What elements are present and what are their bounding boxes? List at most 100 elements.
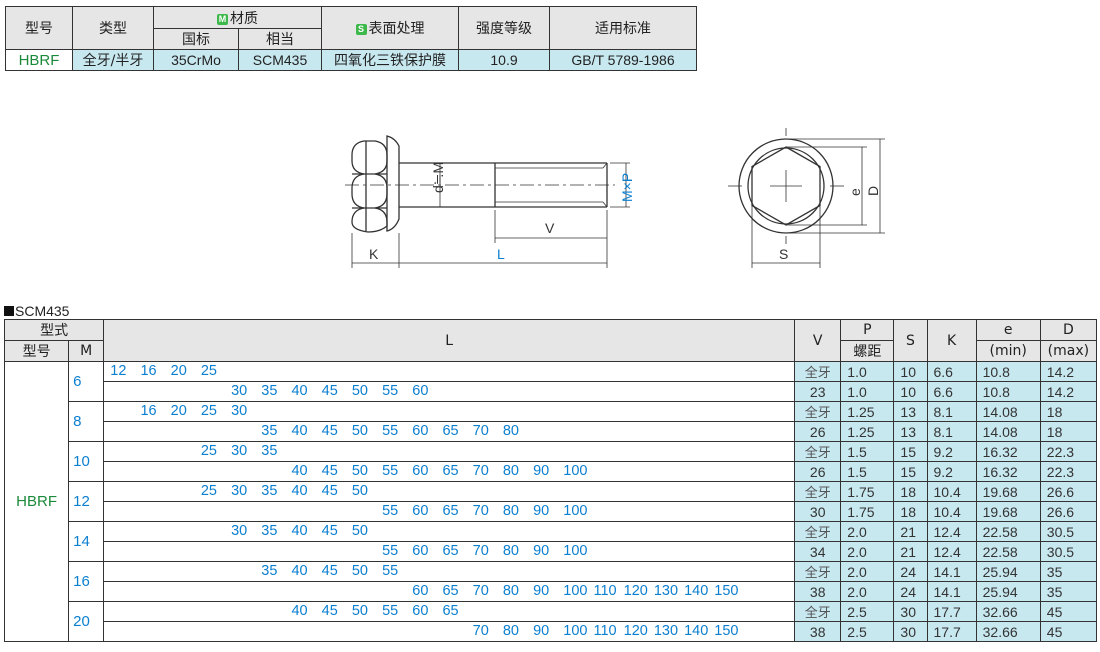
- header-p-sub: 螺距: [840, 340, 895, 362]
- p-cell: 2.0: [840, 581, 895, 602]
- p-cell: 2.5: [840, 601, 895, 622]
- spec-grade: 10.9: [458, 49, 550, 71]
- p-cell: 1.75: [840, 481, 895, 502]
- header-e-sub: (min): [975, 340, 1041, 362]
- length-value: 20: [170, 403, 187, 419]
- length-value: 130: [653, 623, 679, 639]
- length-value: 65: [442, 503, 459, 519]
- header-s: S: [893, 319, 928, 362]
- k-cell: 10.4: [926, 501, 977, 522]
- e-cell: 32.66: [975, 601, 1041, 622]
- length-value: 35: [261, 523, 278, 539]
- length-value: 25: [200, 483, 217, 499]
- e-cell: 14.08: [975, 421, 1041, 442]
- length-value: 30: [231, 443, 248, 459]
- k-cell: 6.6: [926, 361, 977, 382]
- length-value: 110: [593, 623, 617, 639]
- length-value: 45: [321, 463, 338, 479]
- v-cell: 全牙: [794, 601, 842, 622]
- header-m: M: [68, 340, 105, 362]
- length-value: 55: [382, 563, 399, 579]
- m-size-cell: 10: [68, 441, 105, 482]
- spec-header-material-label: 材质: [230, 10, 258, 27]
- e-cell: 19.68: [975, 501, 1041, 522]
- v-cell: 30: [794, 501, 842, 522]
- s-cell: 10: [893, 381, 928, 402]
- k-cell: 17.7: [926, 621, 977, 642]
- p-cell: 2.5: [840, 621, 895, 642]
- s-cell: 15: [893, 441, 928, 462]
- length-value: 120: [623, 583, 648, 599]
- s-cell: 13: [893, 401, 928, 422]
- length-value: 60: [412, 583, 429, 599]
- length-value: 35: [261, 423, 278, 439]
- length-value: 50: [351, 563, 368, 579]
- length-value: 80: [502, 423, 519, 439]
- label-l: L: [497, 246, 505, 262]
- length-value: 35: [261, 563, 278, 579]
- length-value: 80: [502, 503, 519, 519]
- length-value: 16: [140, 363, 157, 379]
- d-cell: 18: [1039, 421, 1098, 442]
- header-e: e: [975, 319, 1041, 341]
- header-k: K: [926, 319, 977, 362]
- length-value: 50: [351, 463, 368, 479]
- length-value: 150: [714, 623, 739, 639]
- spec-header-model: 型号: [5, 6, 73, 50]
- header-d-sub: (max): [1039, 340, 1098, 362]
- m-size-cell: 6: [68, 361, 105, 402]
- v-cell: 38: [794, 621, 842, 642]
- length-value: 60: [412, 543, 429, 559]
- e-cell: 10.8: [975, 381, 1041, 402]
- length-value: 40: [291, 463, 308, 479]
- p-cell: 1.0: [840, 361, 895, 382]
- s-cell: 24: [893, 561, 928, 582]
- length-value: 55: [382, 383, 399, 399]
- spec-model: HBRF: [5, 49, 73, 71]
- k-cell: 12.4: [926, 541, 977, 562]
- s-cell: 30: [893, 621, 928, 642]
- bolt-end-view: [728, 128, 885, 268]
- p-cell: 1.25: [840, 421, 895, 442]
- length-value: 40: [291, 523, 308, 539]
- length-value: 140: [684, 583, 709, 599]
- k-cell: 10.4: [926, 481, 977, 502]
- e-cell: 32.66: [975, 621, 1041, 642]
- spec-header-surface-label: 表面处理: [368, 21, 425, 37]
- p-cell: 1.5: [840, 441, 895, 462]
- length-value: 65: [442, 543, 459, 559]
- length-value: 100: [563, 543, 588, 559]
- length-value: 45: [321, 603, 338, 619]
- d-cell: 14.2: [1039, 361, 1098, 382]
- label-s: S: [779, 246, 788, 262]
- material-badge-icon: M: [217, 13, 228, 25]
- d-cell: 22.3: [1039, 441, 1098, 462]
- header-l: L: [103, 319, 796, 362]
- length-value: 80: [502, 623, 519, 639]
- square-bullet-icon: [4, 306, 14, 316]
- length-value: 65: [442, 603, 459, 619]
- spec-type: 全牙/半牙: [72, 49, 154, 71]
- header-v: V: [794, 319, 842, 362]
- v-cell: 全牙: [794, 401, 842, 422]
- d-cell: 14.2: [1039, 381, 1098, 402]
- k-cell: 8.1: [926, 401, 977, 422]
- length-value: 80: [502, 583, 519, 599]
- length-value: 60: [412, 423, 429, 439]
- length-value: 50: [351, 383, 368, 399]
- header-d: D: [1039, 319, 1098, 341]
- s-cell: 30: [893, 601, 928, 622]
- k-cell: 17.7: [926, 601, 977, 622]
- m-size-cell: 16: [68, 561, 105, 602]
- k-cell: 14.1: [926, 561, 977, 582]
